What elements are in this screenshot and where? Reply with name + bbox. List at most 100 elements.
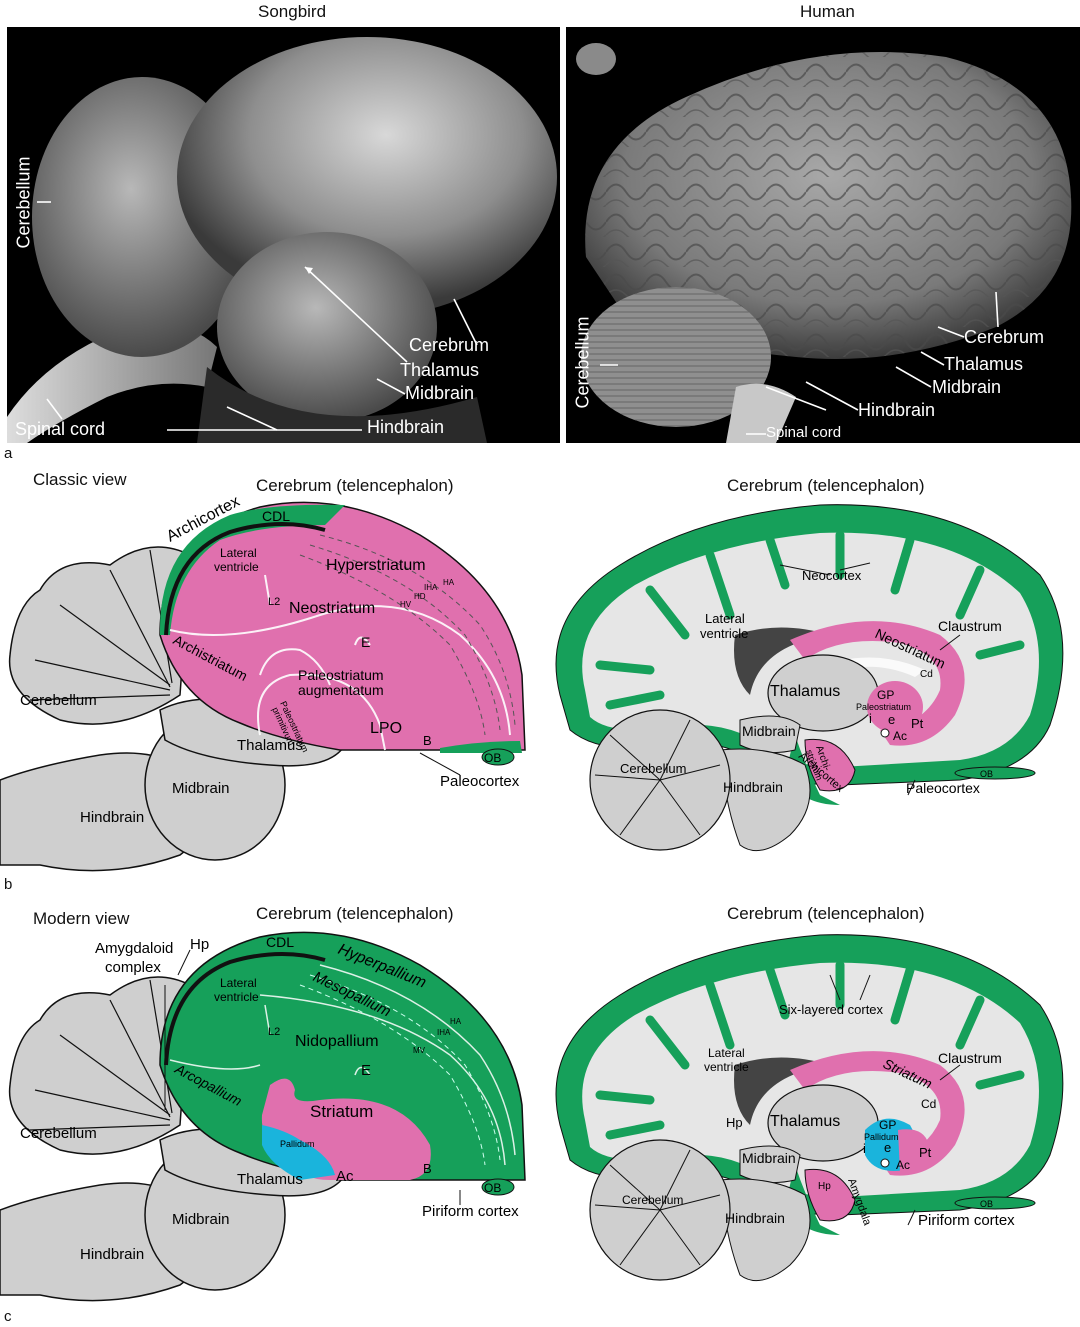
bird-nidopallium-label: Nidopallium	[295, 1033, 379, 1050]
bird-ha-label: HA	[450, 1017, 462, 1026]
bird-thalamus-label: Thalamus	[237, 1171, 303, 1188]
songbird-hindbrain-label: Hindbrain	[367, 417, 445, 437]
songbird-thalamus-label: Thalamus	[400, 360, 480, 380]
panel-c-bird-title: Cerebrum (telencephalon)	[256, 904, 454, 923]
panel-c-human-title: Cerebrum (telencephalon)	[727, 904, 925, 923]
human-pt-label: Pt	[919, 1145, 932, 1160]
human-neostriatum-shape	[790, 621, 965, 746]
bird-hindbrain-label: Hindbrain	[80, 809, 144, 826]
human-pallidum-label: Pallidum	[864, 1132, 899, 1142]
songbird-cerebrum-label: Cerebrum	[409, 335, 490, 355]
human-brain-photo: Cerebellum Cerebrum Thalamus Midbrain Hi…	[566, 27, 1080, 443]
songbird-brain-image	[7, 37, 557, 443]
human-six-layered-label: Six-layered cortex	[779, 1002, 884, 1017]
human-claustrum-label: Claustrum	[938, 1050, 1002, 1066]
bird-ob-label: OB	[484, 1181, 501, 1195]
bird-cdl-label: CDL	[266, 934, 294, 950]
human-paleocortex-label: Paleocortex	[906, 780, 980, 796]
human-midbrain-label: Midbrain	[742, 1150, 796, 1166]
human-lateral-ventricle-label-2: ventricle	[704, 1060, 749, 1074]
human-e-label: e	[888, 712, 895, 727]
bird-ob-label: OB	[484, 751, 501, 765]
bird-midbrain-label: Midbrain	[172, 1211, 230, 1228]
bird-l2-label: L2	[268, 596, 280, 608]
human-ob-label: OB	[980, 769, 993, 779]
human-hindbrain-shape	[719, 1178, 811, 1282]
human-midbrain-label: Midbrain	[932, 377, 1002, 397]
panel-c-view-title: Modern view	[33, 909, 130, 928]
human-hindbrain-label: Hindbrain	[725, 1210, 785, 1226]
human-hp2-label: Hp	[818, 1181, 831, 1192]
human-ac-label: Ac	[896, 1158, 910, 1172]
human-thalamus-label: Thalamus	[770, 1113, 840, 1130]
human-e-label: e	[884, 1140, 891, 1155]
human-classic-diagram: Neocortex Lateral ventricle Claustrum Ne…	[555, 504, 1064, 852]
bird-cerebellum-shape	[8, 546, 191, 725]
songbird-midbrain-label: Midbrain	[405, 383, 475, 403]
human-midbrain-label: Midbrain	[742, 723, 796, 739]
human-gp-label: GP	[877, 688, 894, 702]
human-lateral-ventricle-label-2: ventricle	[700, 626, 748, 641]
bird-lateral-ventricle-label-1: Lateral	[220, 976, 257, 990]
bird-hv-label: HV	[400, 600, 412, 609]
human-hindbrain-shape	[719, 748, 811, 852]
panel-c-letter: c	[4, 1308, 12, 1325]
bird-pallidum-shape	[262, 1125, 335, 1180]
bird-paleocortex-label: Paleocortex	[440, 773, 520, 790]
bird-b-label: B	[423, 1161, 432, 1176]
human-hindbrain-label: Hindbrain	[858, 400, 936, 420]
human-brain-image	[576, 43, 1072, 443]
songbird-title: Songbird	[258, 2, 327, 21]
bird-paleo-aug-label-2: augmentatum	[298, 682, 384, 698]
human-neocortex-label: Neocortex	[802, 568, 862, 583]
human-piriform-label: Piriform cortex	[918, 1212, 1015, 1229]
bird-midbrain-label: Midbrain	[172, 780, 230, 797]
human-claustrum-label: Claustrum	[938, 618, 1002, 634]
bird-ha-label: HA	[443, 578, 455, 587]
bird-lpo-label: LPO	[370, 720, 402, 737]
bird-cerebellum-shape	[8, 976, 191, 1155]
bird-e-label: E	[361, 1062, 371, 1079]
panel-a-letter: a	[4, 445, 13, 462]
bird-striatum-label: Striatum	[310, 1102, 373, 1121]
bird-classic-diagram: Archicortex CDL Lateral ventricle Hypers…	[0, 495, 526, 872]
bird-paleo-aug-label-1: Paleostriatum	[298, 667, 384, 683]
bird-pallidum-label: Pallidum	[280, 1139, 315, 1149]
human-pt-label: Pt	[911, 716, 924, 731]
human-i-label: i	[869, 711, 872, 726]
bird-iha-label: IHA	[424, 583, 438, 592]
panel-b-bird-title: Cerebrum (telencephalon)	[256, 476, 454, 495]
bird-mv-label: MV	[413, 1046, 426, 1055]
bird-l2-label: L2	[268, 1026, 280, 1038]
human-thalamus-label: Thalamus	[770, 683, 840, 700]
panel-b-letter: b	[4, 876, 13, 893]
panel-b-view-title: Classic view	[33, 470, 127, 489]
human-paleostriatum-label: Paleostriatum	[856, 702, 911, 712]
human-cerebrum-label: Cerebrum	[964, 327, 1045, 347]
human-hindbrain-label: Hindbrain	[723, 779, 783, 795]
bird-lateral-ventricle-label-1: Lateral	[220, 546, 257, 560]
human-spinal-cord-label: Spinal cord	[766, 424, 842, 441]
songbird-pointer-lines	[37, 201, 478, 431]
human-ac-label: Ac	[893, 729, 907, 743]
bird-pallium-shape	[159, 931, 526, 1181]
human-hp-label: Hp	[726, 1115, 743, 1130]
bird-neostriatum-label: Neostriatum	[289, 600, 375, 617]
bird-thalamus-label: Thalamus	[237, 737, 303, 754]
bird-cerebellum-label: Cerebellum	[20, 692, 97, 709]
human-ob-label: OB	[980, 1199, 993, 1209]
human-modern-diagram: Six-layered cortex Lateral ventricle Cla…	[555, 934, 1064, 1282]
human-cerebellum-label: Cerebellum	[620, 761, 686, 776]
human-lateral-ventricle-label-1: Lateral	[708, 1046, 745, 1060]
human-gp-label: GP	[879, 1118, 896, 1132]
bird-hindbrain-label: Hindbrain	[80, 1246, 144, 1263]
bird-hp-label: Hp	[190, 936, 209, 953]
bird-piriform-label: Piriform cortex	[422, 1203, 519, 1220]
human-cd-label: Cd	[921, 1097, 936, 1111]
bird-ac-label: Ac	[336, 1168, 354, 1185]
human-cd-label: Cd	[920, 669, 933, 680]
bird-amygdaloid-label-2: complex	[105, 959, 161, 976]
human-striatum-shape	[790, 1051, 965, 1176]
bird-archicortex-shape	[159, 504, 345, 635]
human-cerebellum-label: Cerebellum	[622, 1193, 683, 1207]
